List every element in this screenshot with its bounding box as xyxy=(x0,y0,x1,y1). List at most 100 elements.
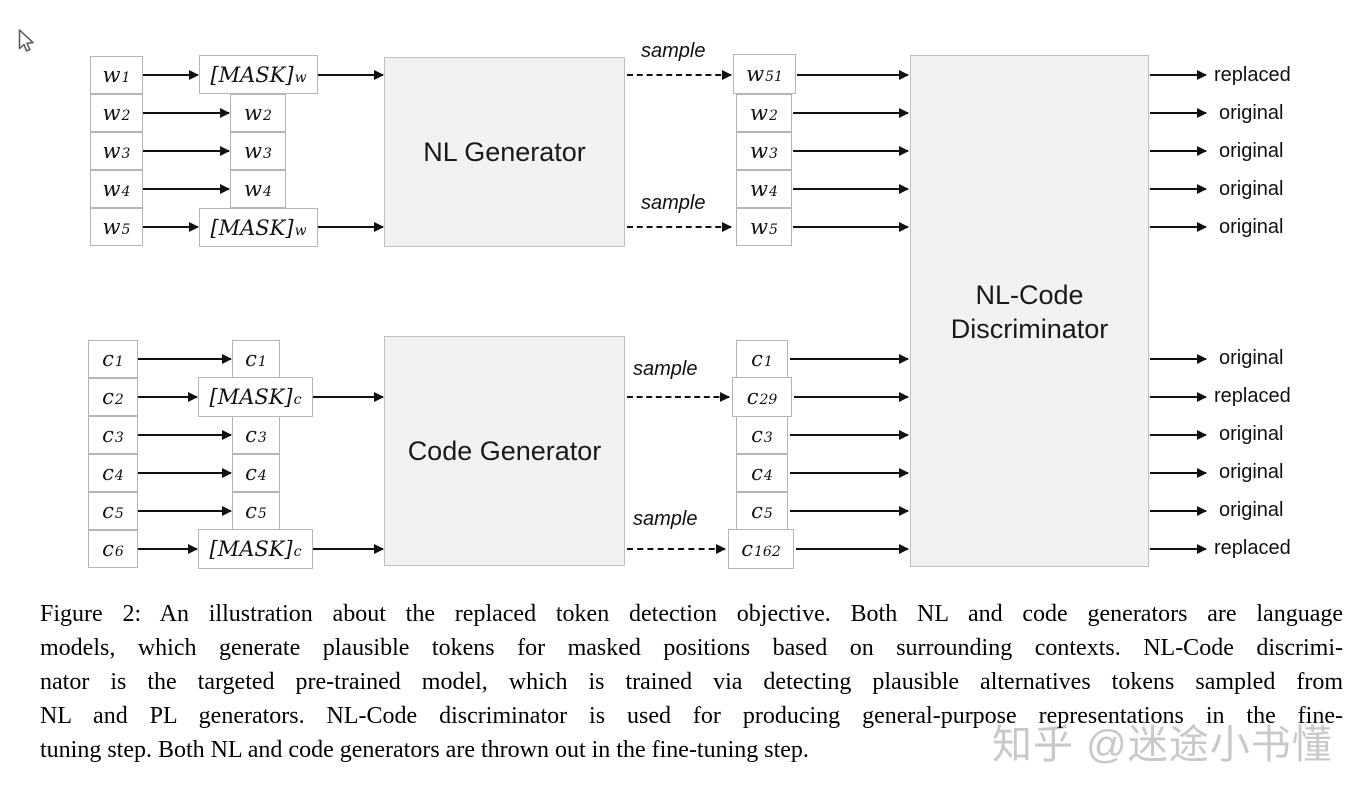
watermark: 知乎 @迷途小书懂 xyxy=(992,723,1333,767)
token-sub: 4 xyxy=(769,184,778,200)
discriminator-label: NL-Code Discriminator xyxy=(910,278,1149,346)
output-label: original xyxy=(1219,499,1284,521)
arrow xyxy=(138,468,232,478)
output-label: original xyxy=(1219,216,1284,238)
caption-line: Figure 2: An illustration about the repl… xyxy=(40,601,1343,627)
sample-label: sample xyxy=(641,40,706,62)
token-sub: 1 xyxy=(257,354,267,370)
token-base: c xyxy=(102,461,114,485)
nl-generator-block: NL Generator xyxy=(384,57,625,247)
arrow xyxy=(797,70,909,80)
token-sub: 2 xyxy=(769,108,778,124)
token-base: c xyxy=(746,385,759,409)
arrow xyxy=(143,146,230,156)
token-sub: 5 xyxy=(121,222,131,238)
token-base: w xyxy=(244,139,263,163)
caption-line: NL and PL generators. NL-Code discrimina… xyxy=(40,703,1343,729)
token-sub: 1 xyxy=(763,354,773,370)
token-base: w xyxy=(244,101,263,125)
arrow xyxy=(790,354,909,364)
arrow xyxy=(318,70,384,80)
token-sub: 4 xyxy=(263,184,272,200)
dashed-arrow xyxy=(627,70,732,80)
arrow xyxy=(1150,70,1207,80)
arrow xyxy=(790,468,909,478)
token-base: [MASK] xyxy=(210,215,294,240)
nl-masked-box: [MASK]w xyxy=(199,55,318,94)
sample-label: sample xyxy=(633,508,698,530)
arrow xyxy=(143,184,230,194)
token-base: w xyxy=(750,139,769,163)
token-sub: c xyxy=(293,544,302,560)
arrow xyxy=(793,184,909,194)
arrow xyxy=(790,506,909,516)
token-base: [MASK] xyxy=(209,537,293,561)
token-base: w xyxy=(102,177,121,201)
token-sub: 2 xyxy=(263,108,272,124)
output-label: original xyxy=(1219,423,1284,445)
output-label: replaced xyxy=(1214,537,1291,559)
token-sub: 3 xyxy=(763,430,773,446)
token-sub: 5 xyxy=(763,506,773,522)
token-sub: 3 xyxy=(121,146,131,162)
token-base: c xyxy=(751,461,763,485)
discriminator-label-line2: Discriminator xyxy=(950,314,1109,344)
arrow xyxy=(793,146,909,156)
arrow xyxy=(138,506,232,516)
arrow xyxy=(143,70,199,80)
arrow xyxy=(138,392,198,402)
token-base: w xyxy=(102,139,121,163)
arrow xyxy=(1150,146,1207,156)
token-sub: 4 xyxy=(114,468,124,484)
token-sub: 162 xyxy=(754,544,781,560)
token-sub: 5 xyxy=(257,506,267,522)
token-base: w xyxy=(750,215,769,239)
output-label: original xyxy=(1219,347,1284,369)
nl-generator-label: NL Generator xyxy=(423,136,586,167)
token-base: w xyxy=(746,62,765,86)
token-sub: 5 xyxy=(114,506,124,522)
token-sub: 1 xyxy=(121,70,131,86)
caption-line: models, which generate plausible tokens … xyxy=(40,635,1343,661)
output-label: replaced xyxy=(1214,385,1291,407)
token-base: w xyxy=(102,63,121,87)
caption-line: tuning step. Both NL and code generators… xyxy=(40,737,809,763)
nl-masked-box: [MASK]w xyxy=(199,208,318,247)
arrow xyxy=(1150,108,1207,118)
output-label: original xyxy=(1219,461,1284,483)
code-masked-box: [MASK]c xyxy=(198,529,313,569)
figure-caption: Figure 2: An illustration about the repl… xyxy=(40,597,1343,767)
token-sub: 4 xyxy=(121,184,131,200)
token-base: c xyxy=(102,347,114,371)
token-base: c xyxy=(751,347,763,371)
arrow xyxy=(138,544,198,554)
arrow xyxy=(313,544,384,554)
token-base: c xyxy=(741,537,754,561)
token-sub: 3 xyxy=(114,430,124,446)
token-base: c xyxy=(102,385,114,409)
arrow xyxy=(1150,506,1207,516)
token-base: [MASK] xyxy=(209,385,293,409)
token-base: w xyxy=(244,177,263,201)
dashed-arrow xyxy=(627,392,730,402)
